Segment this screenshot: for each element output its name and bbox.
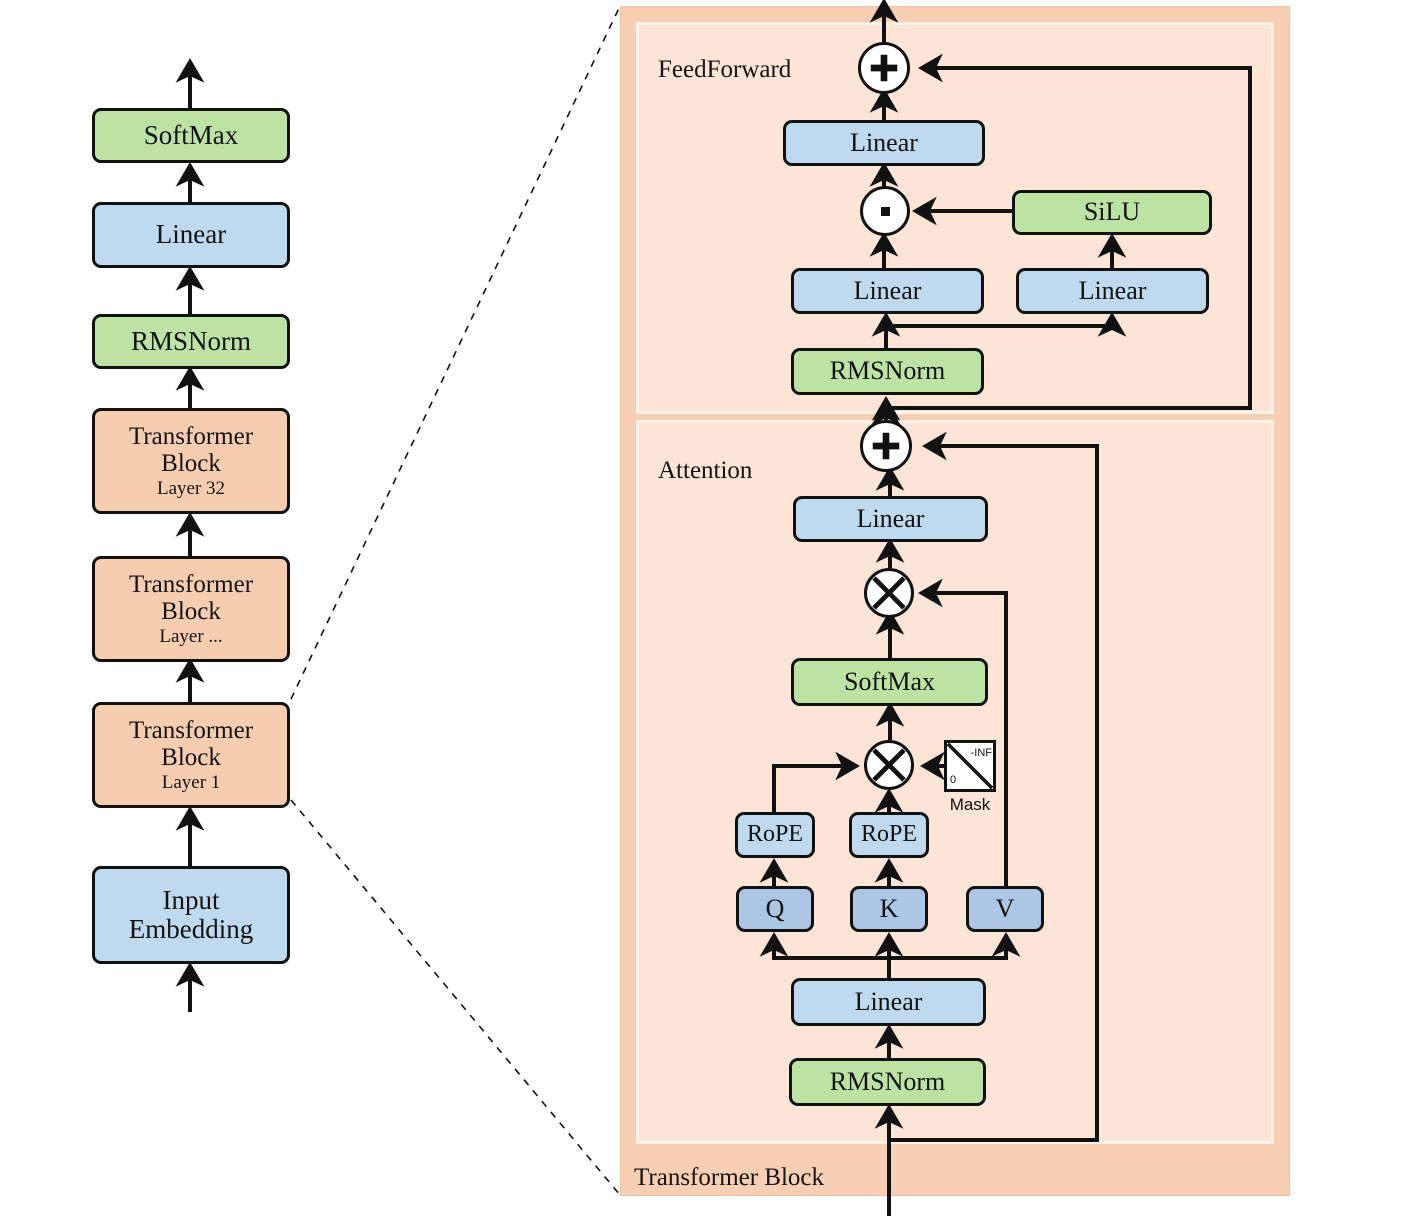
attn-qkv-linear[interactable]: Linear — [791, 978, 986, 1026]
ff-elementwise-multiply-operator — [860, 186, 910, 236]
attn-softmax[interactable]: SoftMax — [791, 658, 988, 706]
attention-label: Attention — [658, 457, 753, 484]
plus-icon — [870, 54, 898, 82]
node-label-line2: Block — [161, 743, 221, 771]
stack-node-softmax[interactable]: SoftMax — [92, 108, 290, 163]
stack-node-transformer-block-layer-1[interactable]: Transformer Block Layer 1 — [92, 702, 290, 808]
node-sublabel: Layer 32 — [156, 477, 226, 499]
attn-rmsnorm[interactable]: RMSNorm — [789, 1058, 986, 1106]
mask-lower-value: 0 — [950, 774, 957, 786]
multiply-icon — [872, 748, 906, 782]
mask-caption: Mask — [949, 795, 991, 814]
attn-v[interactable]: V — [966, 886, 1044, 932]
node-label: RoPE — [746, 821, 803, 848]
node-label: Linear — [856, 503, 925, 533]
stack-node-rmsnorm[interactable]: RMSNorm — [92, 314, 290, 369]
feedforward-label: FeedForward — [658, 56, 792, 83]
node-label-line2: Embedding — [128, 914, 254, 944]
ff-rmsnorm[interactable]: RMSNorm — [791, 348, 984, 395]
attn-residual-add-operator — [860, 420, 912, 472]
attn-q[interactable]: Q — [736, 886, 814, 932]
node-label: V — [995, 893, 1015, 923]
node-label: Linear — [853, 275, 922, 305]
node-label: Linear — [854, 986, 923, 1016]
attn-rope-k[interactable]: RoPE — [849, 812, 929, 858]
node-label-line2: Block — [161, 449, 221, 477]
node-label: Linear — [850, 127, 918, 157]
node-label: Linear — [1078, 275, 1147, 305]
node-label: Q — [765, 893, 785, 923]
ff-linear-down[interactable]: Linear — [783, 120, 985, 166]
node-label: SoftMax — [143, 119, 239, 150]
stack-node-linear[interactable]: Linear — [92, 202, 290, 268]
node-label: RMSNorm — [829, 356, 946, 386]
node-label: RMSNorm — [829, 1066, 946, 1096]
transformer-block-container-label: Transformer Block — [634, 1164, 825, 1191]
stack-node-transformer-block-layer-dots[interactable]: Transformer Block Layer ... — [92, 556, 290, 662]
multiply-icon — [872, 576, 906, 610]
node-label-line1: Transformer — [128, 716, 254, 744]
ff-silu[interactable]: SiLU — [1012, 190, 1212, 235]
node-label-line2: Block — [161, 597, 221, 625]
node-label-line1: Input — [162, 884, 220, 915]
plus-icon — [872, 432, 900, 460]
node-label: SiLU — [1083, 197, 1141, 227]
attn-k[interactable]: K — [850, 886, 928, 932]
node-sublabel: Layer 1 — [161, 771, 221, 793]
node-label: Linear — [155, 219, 227, 250]
ff-residual-add-operator — [858, 42, 910, 94]
ff-linear-up[interactable]: Linear — [1016, 268, 1209, 314]
attn-matmul-scores-values-operator — [864, 568, 914, 618]
attn-rope-q[interactable]: RoPE — [735, 812, 815, 858]
stack-node-transformer-block-layer-32[interactable]: Transformer Block Layer 32 — [92, 408, 290, 514]
node-sublabel: Layer ... — [159, 625, 223, 647]
attn-matmul-qk-operator — [864, 740, 914, 790]
mask-upper-value: -INF — [970, 747, 992, 759]
node-label: SoftMax — [844, 666, 935, 696]
ff-linear-gate[interactable]: Linear — [791, 268, 984, 314]
node-label-line1: Transformer — [128, 570, 254, 598]
stack-node-input-embedding[interactable]: Input Embedding — [92, 866, 290, 964]
node-label: RoPE — [860, 821, 917, 848]
dot-icon — [880, 206, 890, 216]
node-label: K — [879, 893, 899, 923]
causal-mask-icon: -INF 0 — [944, 740, 996, 792]
node-label: RMSNorm — [130, 325, 252, 356]
node-label-line1: Transformer — [128, 422, 254, 450]
attn-output-linear[interactable]: Linear — [793, 496, 988, 542]
